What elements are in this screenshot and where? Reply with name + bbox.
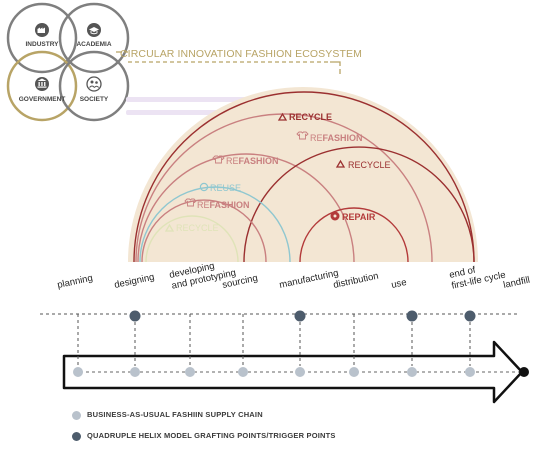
cycle-arcs [133,91,475,263]
arc-label-recycle-outer: RECYCLE [289,112,332,122]
arc-label-word: FASHION [239,156,279,166]
arc-label-word: CYCLE [302,112,333,122]
ecosystem-connector [116,51,341,74]
helix-circle-society [58,50,130,122]
gear-icon [330,211,340,221]
arc-label-refashion-2: REFASHION [310,133,363,143]
trigger-point [464,310,476,322]
stage-label-line: manufacturing [278,268,339,291]
trigger-point [129,310,141,322]
arc-label-prefix: RE [348,160,361,170]
helix-label-government: GOVERNMENT [19,96,66,103]
helix-label-industry: INDUSTRY [26,41,60,48]
legend-dot-dark [72,431,81,441]
arc-reuse [139,186,291,263]
helix-label-society: SOCIETY [80,96,109,103]
arc-label-refashion-small: REFASHION [197,200,250,210]
quadruple-helix: INDUSTRY ACADEMIA GOVERNMENT SOCIETY [6,2,130,122]
legend-dot-light [72,410,81,420]
arc-label-word: CYCLE [189,223,219,233]
arc-label-prefix: RE [210,183,223,193]
trigger-point [294,310,306,322]
tshirt-icon [184,198,197,207]
stage-label: distribution [332,271,379,291]
landfill-node [519,367,529,377]
arc-label-word: FASHION [210,200,250,210]
graduation-cap-icon [87,23,101,37]
arc-repair [299,207,409,263]
trigger-point [406,310,418,322]
arc-label-word: FASHION [323,133,363,143]
stage-node [73,367,83,377]
stage-label: designing [113,272,155,291]
ecosystem-title: CIRCULAR INNOVATION FASHION ECOSYSTEM [120,48,362,60]
arc-label-prefix: RE [310,133,323,143]
arc-label-reuse: REUSE [210,183,241,193]
people-icon [86,76,102,92]
stage-label: landfill [502,275,531,291]
helix-circle-academia [58,2,130,74]
recycle-icon [335,159,346,168]
stage-label: use [390,277,407,291]
government-building-icon [35,77,49,91]
arc-recycle-outer [133,91,475,263]
arc-refashion-small [141,199,267,263]
reuse-icon [199,182,209,192]
stage-label: end offirst-life cycle [448,259,506,292]
legend-item-trigger-points: QUADRUPLE HELIX MODEL GRAFTING POINTS/TR… [72,431,336,441]
tshirt-icon [296,131,309,140]
stage-label-line: distribution [332,271,379,291]
arc-label-repair: REPAIR [342,212,376,222]
helix-circle-government [6,50,78,122]
arc-label-recycle-light: RECYCLE [176,223,219,233]
stage-node [465,367,475,377]
arc-recycle-inner [243,146,475,263]
stage-label-line: landfill [502,275,531,291]
arc-label-word: CYCLE [361,160,391,170]
arc-label-prefix: RE [197,200,210,210]
legend-label: QUADRUPLE HELIX MODEL GRAFTING POINTS/TR… [87,431,336,440]
stage-node [130,367,140,377]
stage-node [185,367,195,377]
stage-label: planning [56,273,93,291]
stage-label: manufacturing [278,268,339,291]
stage-label-line: designing [113,272,155,291]
arc-label-prefix: RE [342,212,355,222]
tshirt-icon [212,155,225,164]
arc-label-word: USE [223,183,242,193]
arc-label-word: PAIR [355,212,376,222]
arc-label-recycle-inner: RECYCLE [348,160,391,170]
arc-label-prefix: RE [226,156,239,166]
helix-circle-industry [6,2,78,74]
recycle-icon [277,112,288,121]
stage-node [238,367,248,377]
stage-label-line: end of [448,265,476,281]
stage-label-line: use [390,277,407,291]
legend-item-business-as-usual: BUSINESS-AS-USUAL FASHIIN SUPPLY CHAIN [72,410,263,420]
stage-label-line: planning [56,273,93,291]
arc-label-prefix: RE [289,112,302,122]
legend-label: BUSINESS-AS-USUAL FASHIIN SUPPLY CHAIN [87,410,263,419]
arc-label-prefix: RE [176,223,189,233]
factory-icon [35,23,49,37]
stage-node [407,367,417,377]
helix-label-academia: ACADEMIA [76,41,111,48]
arc-label-refashion-3: REFASHION [226,156,279,166]
recycle-icon [164,223,175,232]
arc-recycle-light [145,215,239,263]
arc-refashion-2 [135,113,433,263]
arc-refashion-3 [137,153,355,263]
stage-node [349,367,359,377]
stage-node [295,367,305,377]
